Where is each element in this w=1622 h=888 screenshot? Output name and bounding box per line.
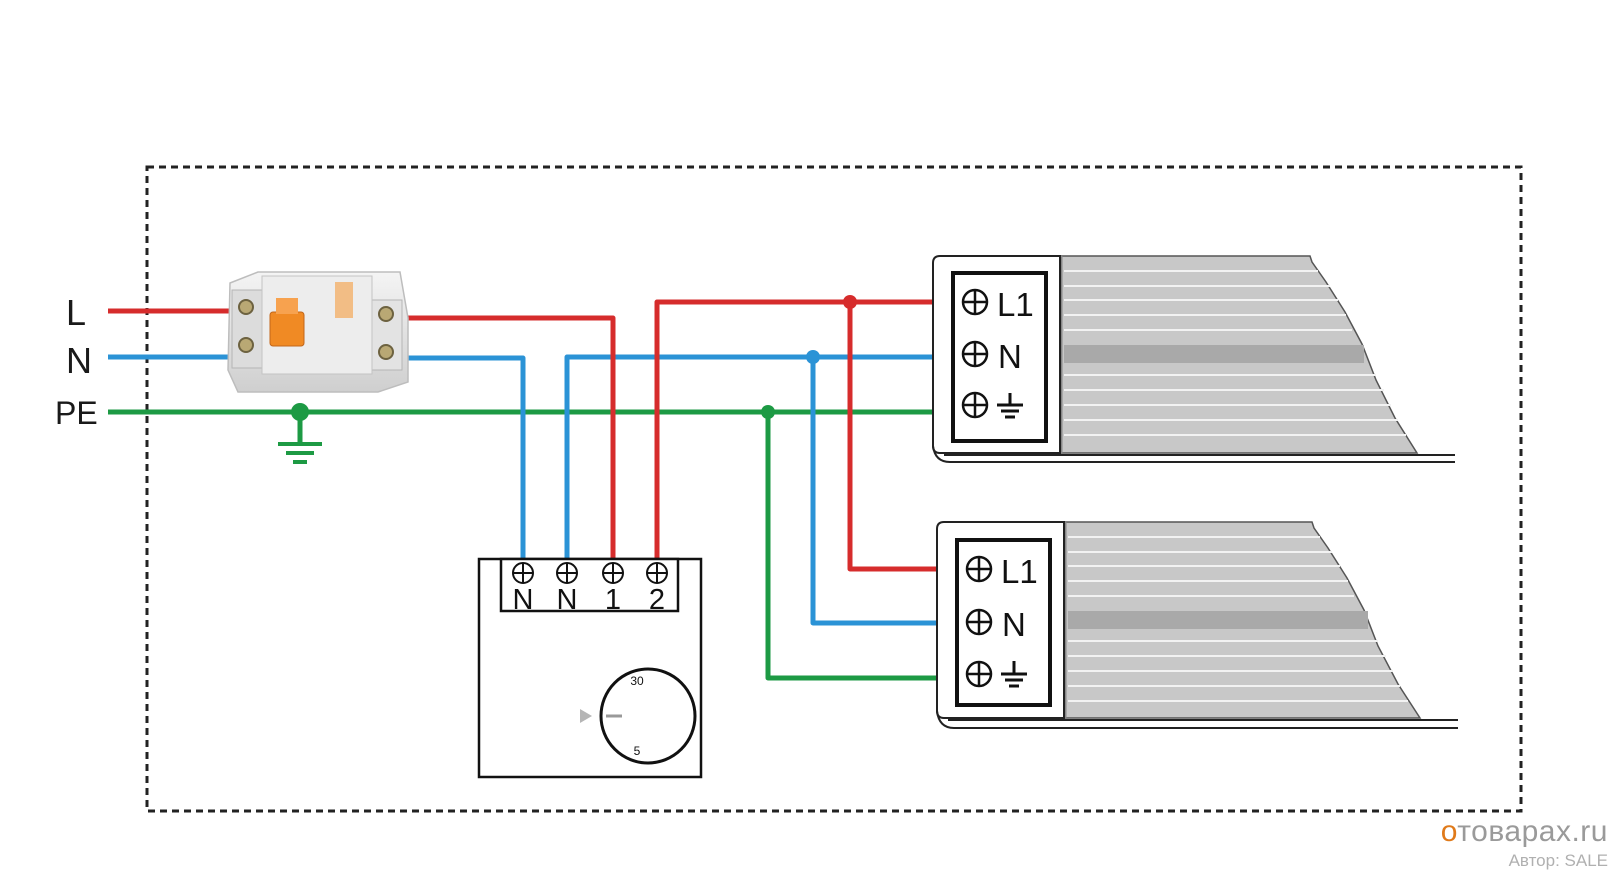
breaker-toggle bbox=[269, 311, 305, 347]
neutral-breaker-to-thermostat-wire bbox=[400, 355, 526, 566]
terminal-screw-icon bbox=[512, 562, 534, 584]
terminal-screw-icon bbox=[961, 288, 989, 316]
terminal-screw-icon bbox=[965, 608, 993, 636]
ground-icon bbox=[278, 442, 322, 464]
earth-input-label: PE bbox=[55, 395, 98, 431]
neutral-junction-dot bbox=[806, 350, 820, 364]
watermark: отоварах.ru Автор: SALE bbox=[1441, 815, 1608, 871]
watermark-site-first-letter: о bbox=[1440, 815, 1458, 848]
breaker-screw-icon bbox=[238, 337, 254, 353]
earth-branch-wire bbox=[765, 412, 950, 681]
neutral-main-wire bbox=[564, 354, 945, 566]
breaker-screw-icon bbox=[378, 306, 394, 322]
terminal-screw-icon bbox=[961, 391, 989, 419]
thermostat-terminal-label: N bbox=[513, 584, 534, 616]
dial-marker-icon bbox=[580, 709, 592, 723]
watermark-site: отоварах.ru bbox=[1441, 815, 1608, 849]
phase-input-label: L bbox=[66, 292, 86, 333]
heater-bottom-neutral-terminal-label: N bbox=[1002, 606, 1026, 643]
phase-breaker-to-thermostat-wire bbox=[400, 315, 616, 566]
terminal-screw-icon bbox=[602, 562, 624, 584]
enclosure-border bbox=[145, 165, 1523, 813]
ground-icon bbox=[997, 393, 1023, 419]
phase-junction-dot bbox=[843, 295, 857, 309]
terminal-screw-icon bbox=[961, 340, 989, 368]
heater-bottom: L1 N bbox=[936, 521, 1458, 729]
thermostat-terminal-label: 2 bbox=[649, 584, 665, 616]
circuit-breaker bbox=[227, 271, 409, 393]
ground-icon bbox=[1001, 661, 1027, 688]
phase-branch-wire bbox=[847, 302, 950, 572]
dial-max-label: 30 bbox=[630, 674, 644, 688]
terminal-screw-icon bbox=[646, 562, 668, 584]
thermostat-dial bbox=[599, 667, 697, 765]
watermark-site-rest: товарах.ru bbox=[1457, 815, 1608, 848]
dial-min-label: 5 bbox=[634, 744, 641, 758]
heater-bottom-phase-terminal-label: L1 bbox=[1001, 553, 1038, 590]
heater-top: L1 N bbox=[932, 255, 1455, 463]
terminal-screw-icon bbox=[556, 562, 578, 584]
watermark-author: Автор: SALE bbox=[1508, 851, 1608, 870]
neutral-input-label: N bbox=[66, 340, 92, 381]
phase-thermostat-out-wire bbox=[654, 299, 945, 566]
thermostat: N N 1 2 30 5 bbox=[477, 557, 703, 779]
terminal-screw-icon bbox=[965, 660, 993, 688]
earth-ground-junction-dot bbox=[291, 403, 309, 421]
breaker-screw-icon bbox=[378, 344, 394, 360]
neutral-branch-wire bbox=[810, 357, 950, 626]
thermostat-terminal-label: N bbox=[557, 584, 578, 616]
earth-junction-dot bbox=[761, 405, 775, 419]
heater-top-phase-terminal-label: L1 bbox=[997, 286, 1034, 323]
heater-top-neutral-terminal-label: N bbox=[998, 338, 1022, 375]
thermostat-terminal-label: 1 bbox=[605, 584, 621, 616]
breaker-screw-icon bbox=[238, 299, 254, 315]
terminal-screw-icon bbox=[965, 555, 993, 583]
